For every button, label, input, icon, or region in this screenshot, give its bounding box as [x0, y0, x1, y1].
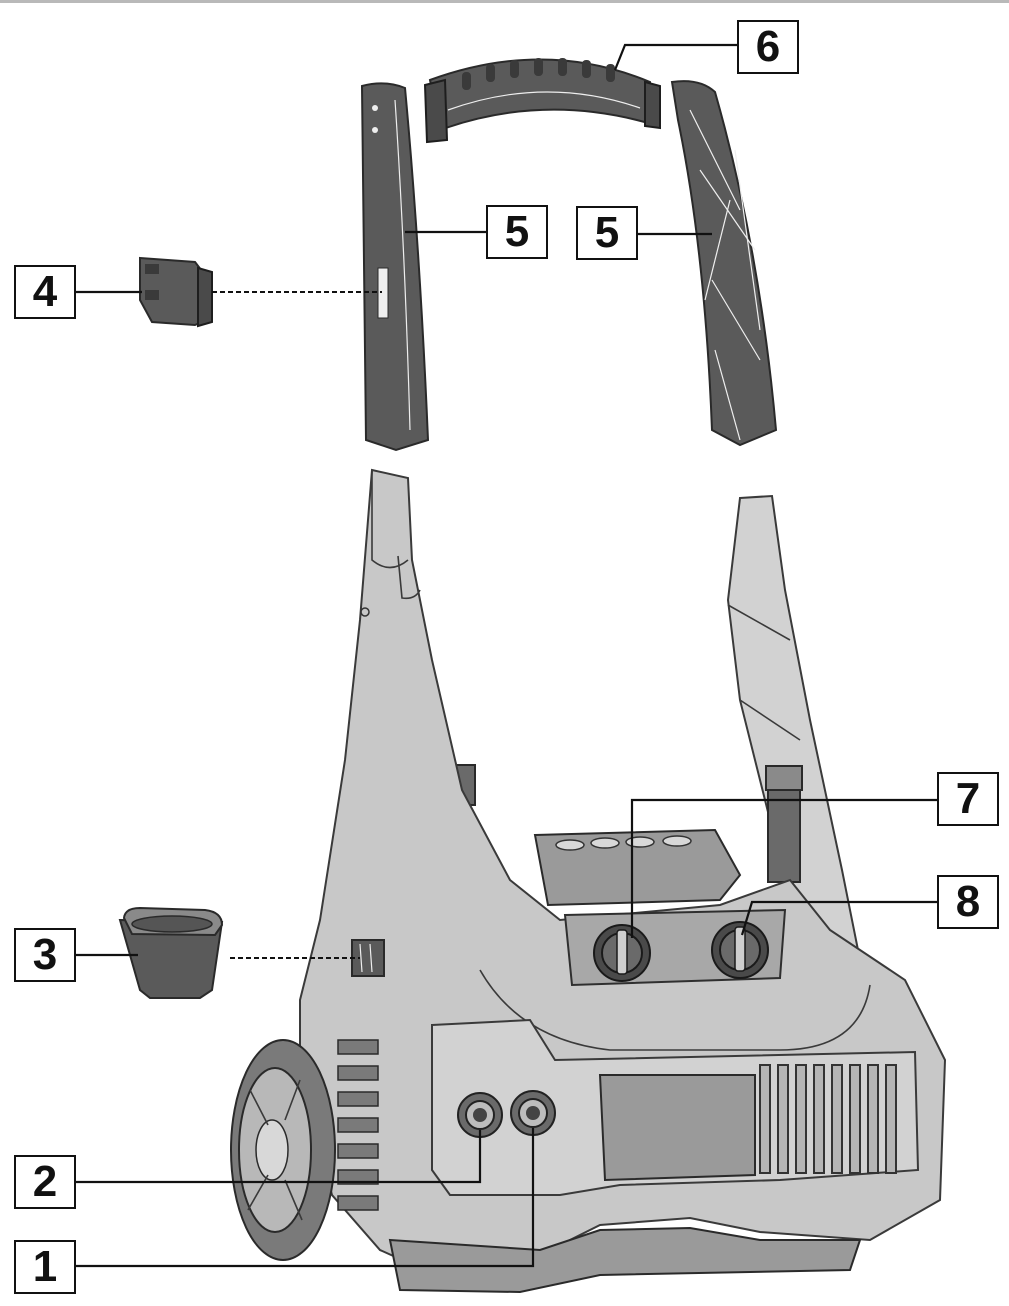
knob-8: [711, 921, 769, 979]
callout-5-right: 5: [576, 206, 638, 260]
knob-7: [593, 924, 651, 982]
hose-clip: [139, 256, 213, 328]
callout-8: 8: [937, 875, 999, 929]
handle-tube-right: [670, 80, 778, 447]
top-divider: [0, 0, 1009, 3]
outlet-connector-2: [457, 1092, 503, 1138]
handle-grip: [423, 58, 661, 144]
callout-7: 7: [937, 772, 999, 826]
inlet-connector-1: [510, 1090, 556, 1136]
wheel: [230, 1039, 336, 1261]
callout-6: 6: [737, 20, 799, 74]
callout-1: 1: [14, 1240, 76, 1294]
callout-2: 2: [14, 1155, 76, 1209]
handle-tube-left: [360, 82, 430, 452]
callout-4: 4: [14, 265, 76, 319]
leader-lines: [76, 43, 937, 1268]
main-housing: [299, 468, 947, 1294]
detergent-cup: [118, 906, 385, 999]
callout-3: 3: [14, 928, 76, 982]
callout-5-left: 5: [486, 205, 548, 259]
